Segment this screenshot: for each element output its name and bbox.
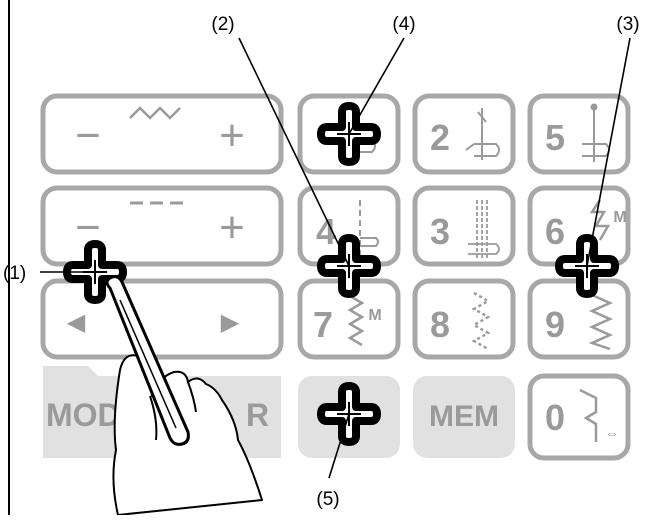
callout-2-label: (2) (211, 14, 234, 35)
zigzag-m-icon (589, 199, 611, 241)
pattern-key-8[interactable]: 8 (412, 278, 516, 360)
cursor-right-arrow: ▶ (221, 309, 240, 336)
pattern-key-7-mark: M (368, 307, 381, 324)
leader-line-2 (238, 37, 350, 267)
width-minus-label: − (75, 111, 101, 160)
pattern-key-6-mark: M (613, 209, 626, 226)
straight-stitch-icon (582, 103, 610, 162)
callout-4-label: (4) (392, 14, 415, 35)
stitch-length-key[interactable]: − + (40, 185, 284, 267)
bracket-arrow-icon (579, 388, 598, 442)
stitch-width-key[interactable]: − + (40, 93, 284, 175)
length-plus-label: + (219, 203, 245, 252)
pattern-key-6-digit: 6 (545, 211, 565, 252)
mode-label: MOD (46, 397, 121, 433)
callout-3-label: (3) (616, 14, 639, 35)
cursor-key[interactable]: ◀ ▶ (40, 278, 284, 360)
pattern-key-4-digit: 4 (316, 211, 336, 252)
buttonhole-icon (465, 108, 500, 160)
pattern-key-7-digit: 7 (313, 304, 333, 345)
pattern-key-0-digit: 0 (545, 397, 565, 438)
pattern-key-5-digit: 3 (430, 211, 450, 252)
pattern-key-0[interactable]: 0 ⇔ (527, 373, 631, 461)
stylus-pen (105, 275, 190, 446)
pattern-key-9-digit: 9 (545, 304, 565, 345)
width-plus-label: + (219, 111, 245, 160)
pattern-key-9[interactable]: 9 (527, 278, 631, 360)
pattern-key-5[interactable]: 3 (412, 185, 516, 267)
pattern-key-2-digit: 2 (430, 117, 450, 158)
pattern-key-4[interactable]: 4 (297, 185, 401, 267)
pattern-key-3-digit: 5 (545, 117, 565, 158)
clear-label: R (246, 397, 269, 433)
mem-key[interactable]: MEM (413, 376, 515, 458)
triple-stitch-icon (468, 200, 500, 258)
zigzag-m-icon (347, 294, 365, 347)
callout-5-label: (5) (316, 489, 339, 510)
leader-line-5 (328, 413, 350, 479)
callout-1-label: (1) (3, 263, 26, 284)
zigzag-width-icon (129, 106, 181, 120)
satin-zigzag-icon (588, 293, 614, 351)
cursor-left-arrow: ◀ (67, 309, 86, 336)
mem-label: MEM (429, 400, 499, 433)
leader-lines (40, 37, 631, 479)
pattern-key-0-mark: ⇔ (605, 425, 619, 441)
leader-line-3 (586, 37, 631, 267)
leader-line-4 (348, 37, 405, 135)
dotted-zigzag-icon (471, 291, 491, 351)
pattern-key-3[interactable]: 5 (527, 93, 631, 175)
pattern-key-2[interactable]: 2 (412, 93, 516, 175)
straight-stitch-icon (359, 200, 379, 258)
pattern-key-8-digit: 8 (430, 304, 450, 345)
